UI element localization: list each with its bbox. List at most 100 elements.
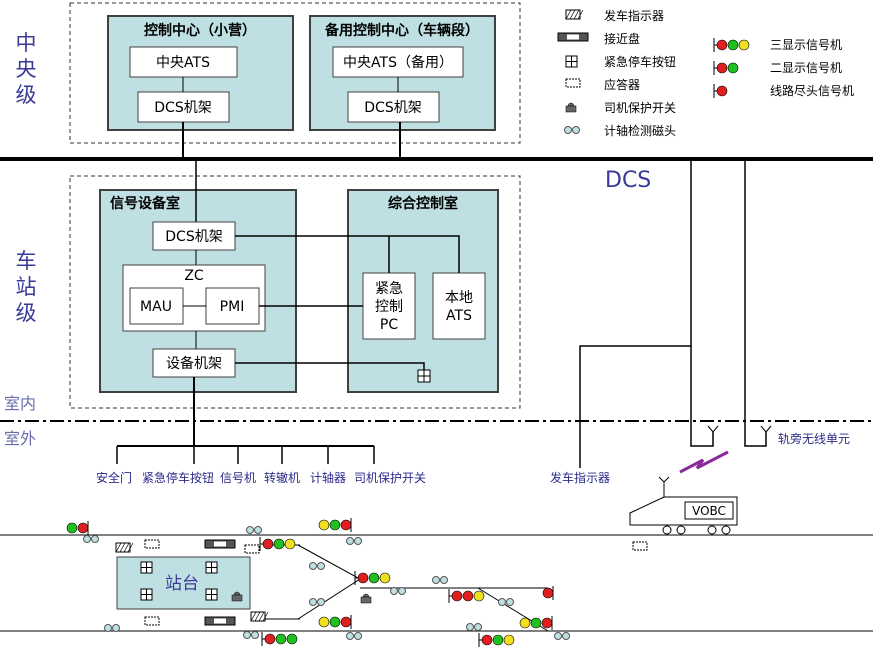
station-level-label: 车站级 xyxy=(16,249,37,325)
station-dcs-rack-label: DCS机架 xyxy=(165,229,222,245)
local-ats-line-1: 本地 xyxy=(445,290,473,306)
three-aspect-signal-icon xyxy=(354,571,391,585)
three-aspect-signal-icon xyxy=(318,615,352,629)
backup-control-center-title: 备用控制中心（车辆段） xyxy=(324,22,479,39)
transponder-icon xyxy=(144,616,160,626)
main-control-center-title: 控制中心（小营） xyxy=(144,22,256,39)
three-aspect-signal-icon xyxy=(478,633,515,647)
axle-counter-icon xyxy=(432,576,448,584)
outdoor-label: 室外 xyxy=(4,429,36,448)
equipment-rack-box xyxy=(152,348,236,378)
central-dcs-rack-label: DCS机架 xyxy=(154,100,211,116)
three-aspect-signal-icon xyxy=(713,38,750,52)
three-aspect-signal-icon xyxy=(261,632,298,646)
central-level-boundary xyxy=(69,2,521,144)
emergency-pc-line-3: PC xyxy=(380,317,398,333)
transponder-icon xyxy=(632,541,648,551)
three-aspect-signal-icon xyxy=(259,537,296,551)
legend-label: 应答器 xyxy=(604,77,640,92)
legend-label: 二显示信号机 xyxy=(770,61,842,75)
vobc-label: VOBC xyxy=(692,504,726,518)
axle-counter-icon xyxy=(466,623,482,631)
legend-label: 发车指示器 xyxy=(604,8,664,23)
local-ats-line-2: ATS xyxy=(446,308,472,324)
legend-label: 线路尽头信号机 xyxy=(770,83,854,98)
emergency-control-pc-box xyxy=(362,272,416,340)
two-aspect-signal-icon xyxy=(713,61,739,75)
axle-counter-icon xyxy=(246,526,262,534)
backup-ats-box xyxy=(332,46,464,78)
axle-counter-icon xyxy=(564,126,580,134)
dcs-backbone-label: DCS xyxy=(605,168,651,193)
dcs-local-ats-link xyxy=(235,235,460,273)
departure-indicator-label: 发车指示器 xyxy=(550,470,610,485)
axle-counter-icon xyxy=(554,632,570,640)
field-device-driver-protection: 司机保护开关 xyxy=(354,471,426,485)
axle-counter-icon xyxy=(346,632,362,640)
legend-label: 司机保护开关 xyxy=(604,101,676,115)
departure-indicator-icon xyxy=(250,611,269,622)
platform-label: 站台 xyxy=(165,574,199,594)
pmi-label: PMI xyxy=(220,299,245,315)
radio-unit-feed-2 xyxy=(744,159,767,447)
three-aspect-signal-icon xyxy=(448,589,485,603)
driver-protection-switch-icon xyxy=(360,593,372,604)
platform xyxy=(116,556,251,610)
emergency-stop-button-icon xyxy=(140,561,153,574)
transponder-icon xyxy=(565,78,581,88)
emergency-stop-button-icon xyxy=(140,588,153,601)
approach-plate-icon xyxy=(204,539,236,549)
legend-label: 接近盘 xyxy=(604,31,640,46)
field-device-emergency-stop: 紧急停车按钮 xyxy=(142,470,214,485)
emergency-stop-button-icon xyxy=(205,588,218,601)
axle-counter-icon xyxy=(309,562,325,570)
vobc-box xyxy=(684,501,734,520)
antenna-icon xyxy=(707,425,772,433)
emergency-pc-line-2: 控制 xyxy=(375,299,403,315)
axle-counter-icon xyxy=(498,598,514,606)
three-aspect-signal-icon xyxy=(318,518,352,532)
axle-counter-icon xyxy=(346,537,362,545)
emergency-stop-button-icon xyxy=(565,55,578,68)
crossover-track xyxy=(297,544,361,620)
end-of-line-signal-icon xyxy=(713,84,728,98)
signal-room-title: 信号设备室 xyxy=(110,195,180,212)
backup-ats-label: 中央ATS（备用） xyxy=(343,54,453,71)
mau-box xyxy=(129,287,184,325)
field-device-signal: 信号机 xyxy=(220,471,256,485)
three-aspect-signal-icon xyxy=(519,616,553,630)
local-ats-box xyxy=(432,272,486,340)
emergency-stop-button-icon xyxy=(205,561,218,574)
emergency-stop-button-icon xyxy=(417,369,431,383)
departure-indicator-feed xyxy=(579,159,692,468)
backup-dcs-rack-box xyxy=(347,91,440,123)
approach-plate-icon xyxy=(204,616,236,626)
mau-label: MAU xyxy=(140,299,172,315)
backup-dcs-rack-label: DCS机架 xyxy=(364,100,421,116)
transponder-icon xyxy=(244,544,260,554)
control-room-title: 综合控制室 xyxy=(388,195,458,212)
axle-counter-icon xyxy=(104,624,120,632)
end-of-line-signal-icon xyxy=(542,586,554,600)
indoor-label: 室内 xyxy=(4,394,36,413)
axle-counter-icon xyxy=(390,587,406,595)
transponder-icon xyxy=(144,539,160,549)
track-devices xyxy=(66,518,648,647)
driver-protection-switch-icon xyxy=(231,591,243,602)
legend-label: 三显示信号机 xyxy=(770,38,842,52)
field-device-platform-door: 安全门 xyxy=(96,470,132,485)
axle-counter-icon xyxy=(309,598,325,606)
field-device-drops xyxy=(116,446,375,464)
emergency-pc-line-1: 紧急 xyxy=(375,281,403,297)
legend-label: 计轴检测磁头 xyxy=(604,123,676,138)
equipment-rack-label: 设备机架 xyxy=(166,355,222,372)
station-dcs-rack-box xyxy=(152,221,236,251)
pmi-box xyxy=(205,287,260,325)
central-level-label: 中央级 xyxy=(16,31,37,107)
central-ats-box xyxy=(129,46,238,78)
driver-protection-switch-icon xyxy=(565,102,577,113)
trackside-radio-unit-label: 轨旁无线单元 xyxy=(778,431,850,446)
axle-counter-icon xyxy=(243,631,259,639)
